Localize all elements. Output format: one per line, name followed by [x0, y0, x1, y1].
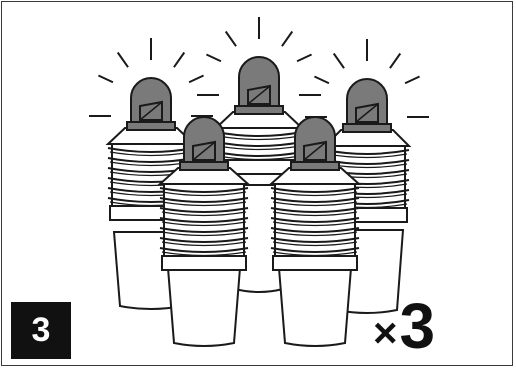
led-chip [247, 84, 271, 105]
step-number-badge: 3 [11, 302, 71, 359]
light-rays-icon [89, 38, 213, 117]
socket-base [277, 267, 353, 347]
led-bulb-front-left [157, 116, 251, 347]
step-number: 3 [31, 311, 51, 349]
light-rays-icon [197, 17, 321, 96]
led-chip [303, 140, 327, 161]
socket-base [166, 267, 242, 347]
quantity-label: × 3 [373, 294, 435, 358]
led-chip [355, 102, 379, 123]
quantity-count: 3 [399, 290, 436, 362]
multiply-symbol: × [373, 309, 398, 356]
led-chip [139, 100, 163, 121]
light-rays-icon [305, 39, 429, 118]
led-bulb-front-right [268, 116, 362, 347]
led-chip [192, 140, 216, 161]
